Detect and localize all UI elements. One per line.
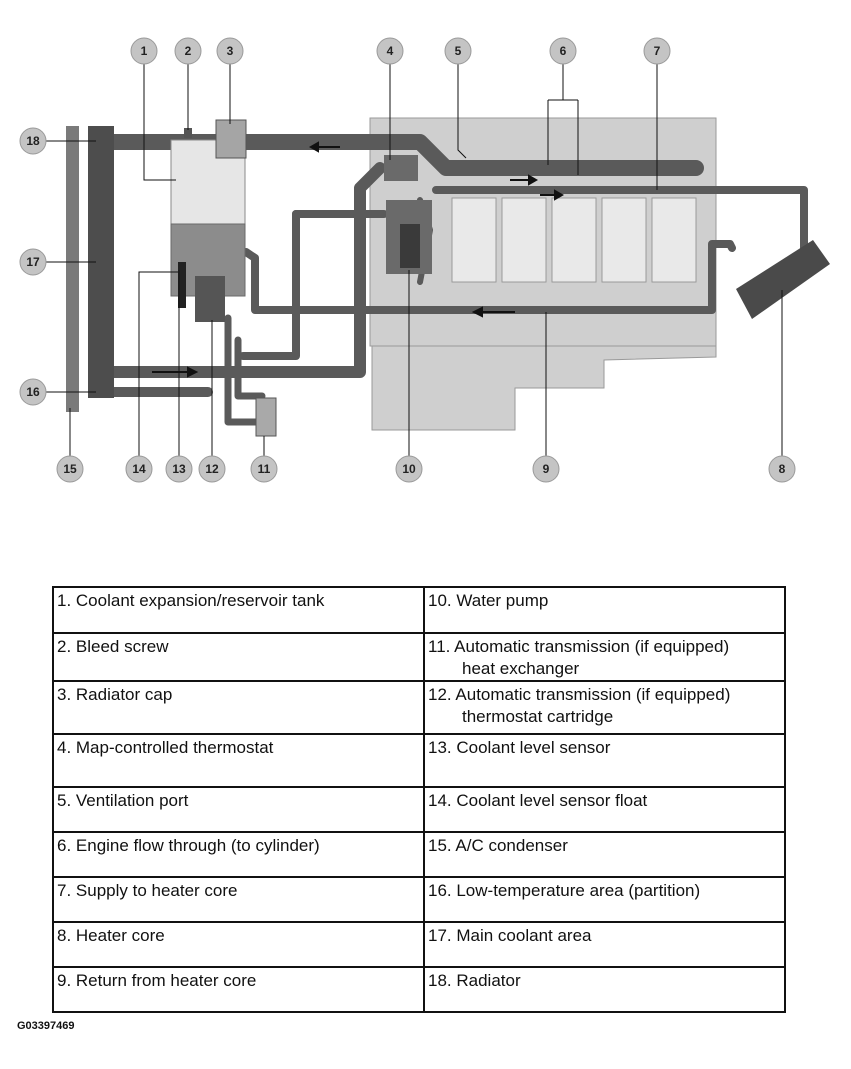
legend-item: 3. Radiator cap: [52, 680, 425, 735]
legend-item-label: 12. Automatic transmission (if equipped): [428, 685, 731, 704]
legend-item: 18. Radiator: [423, 966, 786, 1013]
callout-number: 1: [141, 44, 148, 58]
callout-18: 18: [19, 127, 47, 155]
radiator: [66, 126, 114, 412]
callout-number: 2: [185, 44, 192, 58]
legend-item-label: 11. Automatic transmission (if equipped): [428, 637, 730, 656]
figure-code: G03397469: [17, 1020, 75, 1032]
legend-item: 14. Coolant level sensor float: [423, 786, 786, 833]
callout-17: 17: [19, 248, 47, 276]
legend-item: 11. Automatic transmission (if equipped)…: [423, 632, 786, 682]
callout-8: 8: [768, 455, 796, 483]
callout-4: 4: [376, 37, 404, 65]
transmission-heat-exchanger: [255, 397, 277, 437]
legend-item: 15. A/C condenser: [423, 831, 786, 878]
legend-item: 12. Automatic transmission (if equipped)…: [423, 680, 786, 735]
expansion-tank: [170, 119, 247, 322]
legend-item-label: 14. Coolant level sensor float: [428, 791, 648, 810]
callout-number: 9: [543, 462, 550, 476]
callout-14: 14: [125, 455, 153, 483]
callout-number: 5: [455, 44, 462, 58]
legend-item: 7. Supply to heater core: [52, 876, 425, 923]
callout-13: 13: [165, 455, 193, 483]
callout-1: 1: [130, 37, 158, 65]
callout-5: 5: [444, 37, 472, 65]
callout-10: 10: [395, 455, 423, 483]
legend-item-label: 18. Radiator: [428, 971, 521, 990]
callout-number: 6: [560, 44, 567, 58]
callout-9: 9: [532, 455, 560, 483]
callout-3: 3: [216, 37, 244, 65]
heater-core: [736, 240, 830, 319]
callout-11: 11: [250, 455, 278, 483]
legend-row: 6. Engine flow through (to cylinder)15. …: [52, 831, 786, 878]
legend-item: 6. Engine flow through (to cylinder): [52, 831, 425, 878]
legend-item-label: 17. Main coolant area: [428, 926, 592, 945]
legend-item: 8. Heater core: [52, 921, 425, 968]
callout-15: 15: [56, 455, 84, 483]
callout-number: 14: [132, 462, 146, 476]
callout-number: 10: [402, 462, 416, 476]
callout-number: 3: [227, 44, 234, 58]
callout-number: 18: [26, 134, 40, 148]
legend-item: 5. Ventilation port: [52, 786, 425, 833]
callout-16: 16: [19, 378, 47, 406]
legend-item-label: 15. A/C condenser: [428, 836, 568, 855]
legend-item: 9. Return from heater core: [52, 966, 425, 1013]
legend-item: 4. Map-controlled thermostat: [52, 733, 425, 788]
legend-item: 1. Coolant expansion/reservoir tank: [52, 586, 425, 634]
legend-item: 2. Bleed screw: [52, 632, 425, 682]
callout-number: 17: [26, 255, 40, 269]
callout-number: 12: [205, 462, 219, 476]
legend-item: 13. Coolant level sensor: [423, 733, 786, 788]
legend-item-label: 10. Water pump: [428, 591, 549, 610]
callout-number: 8: [779, 462, 786, 476]
callout-6: 6: [549, 37, 577, 65]
callout-12: 12: [198, 455, 226, 483]
callout-2: 2: [174, 37, 202, 65]
legend-item-continuation: heat exchanger: [462, 659, 580, 678]
callout-number: 11: [258, 462, 271, 476]
legend-item: 10. Water pump: [423, 586, 786, 634]
leader-lines: [46, 64, 783, 456]
callout-number: 16: [26, 385, 40, 399]
legend-item-continuation: thermostat cartridge: [462, 707, 614, 726]
thermostat-housing: [384, 155, 432, 274]
callout-number: 7: [654, 44, 661, 58]
callout-7: 7: [643, 37, 671, 65]
legend-item: 16. Low-temperature area (partition): [423, 876, 786, 923]
legend-item-label: 16. Low-temperature area (partition): [428, 881, 701, 900]
flow-arrows: [152, 141, 565, 378]
callout-number: 4: [387, 44, 394, 58]
legend-item-label: 13. Coolant level sensor: [428, 738, 611, 757]
callout-number: 13: [172, 462, 186, 476]
callout-number: 15: [63, 462, 77, 476]
legend-item: 17. Main coolant area: [423, 921, 786, 968]
